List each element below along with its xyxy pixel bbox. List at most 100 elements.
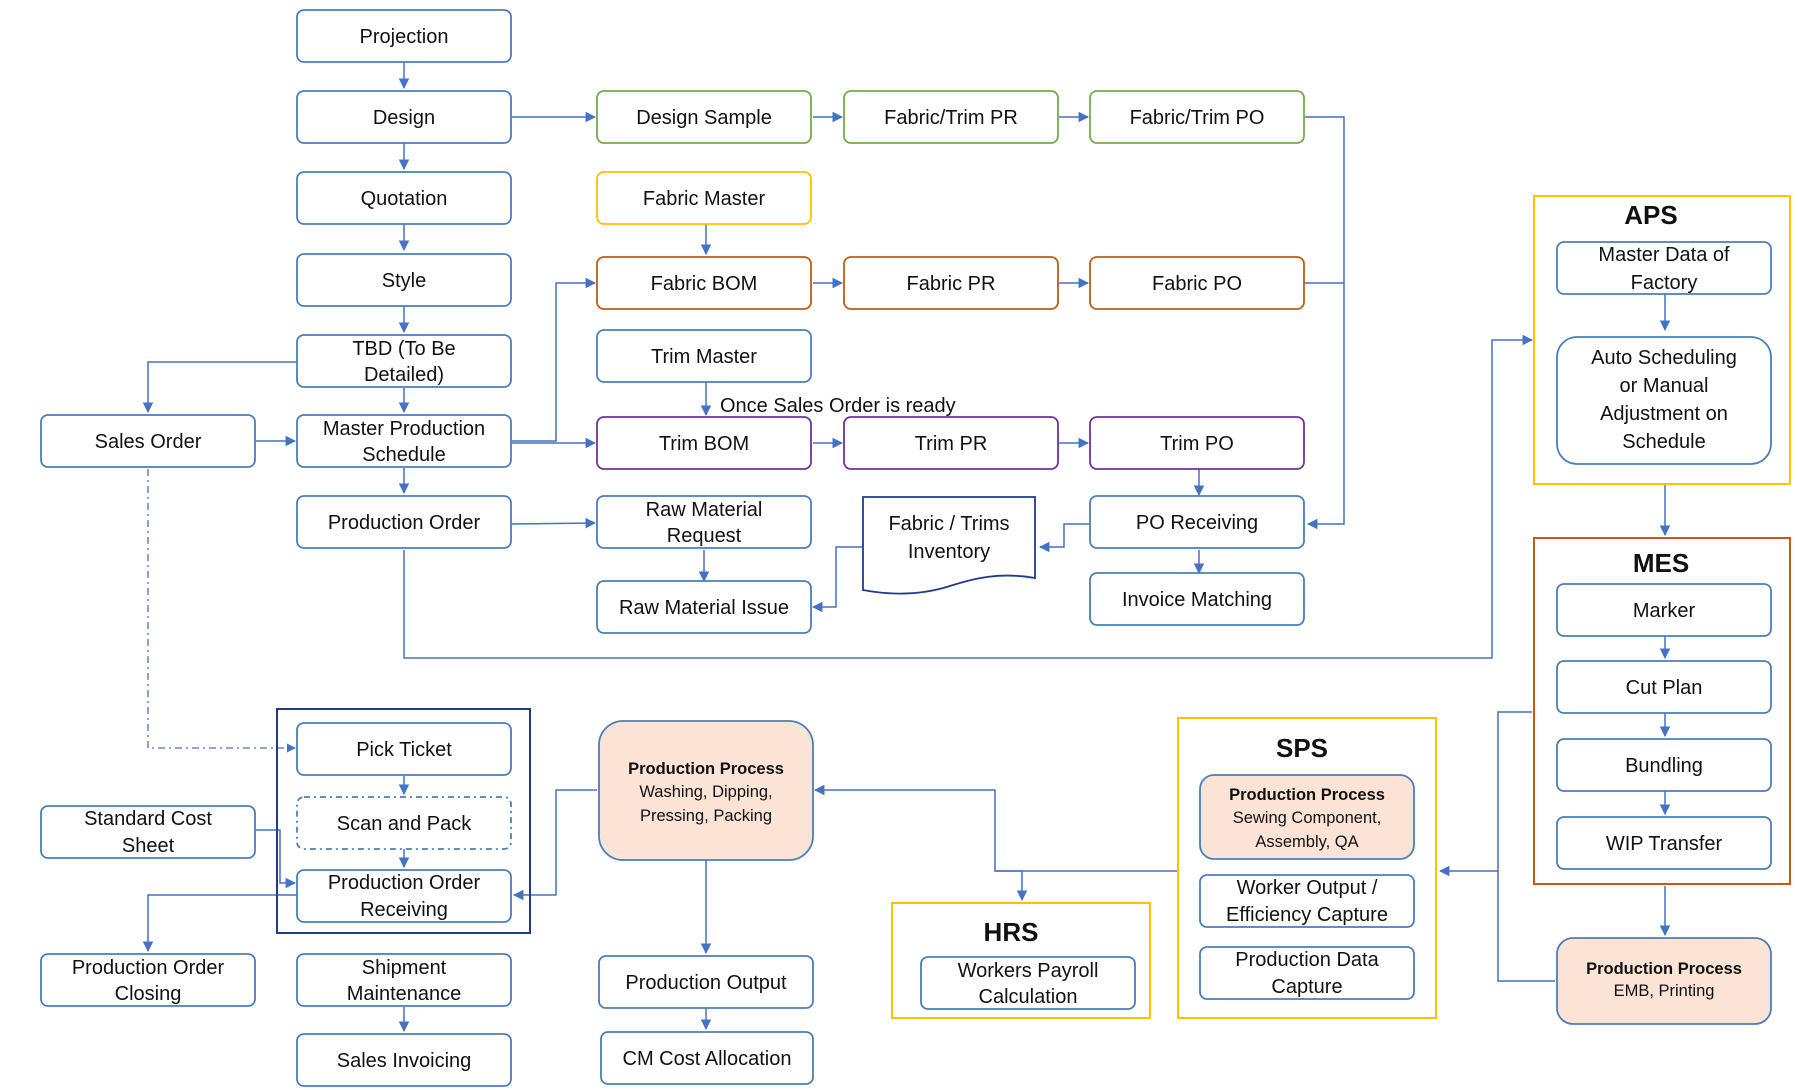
node-wip-transfer-label: WIP Transfer [1606,833,1723,855]
node-as-label-2: or Manual [1620,375,1709,397]
node-pp-emb-label: EMB, Printing [1614,982,1715,1000]
node-raw-material-request[interactable]: Raw Material Request [596,495,812,549]
node-cut-plan-label: Cut Plan [1626,677,1703,699]
node-trim-master[interactable]: Trim Master [596,329,812,383]
node-fabric-trim-pr-label: Fabric/Trim PR [884,107,1018,129]
node-poc-label-1: Production Order [72,957,225,979]
node-pp-sew-label-1: Sewing Component, [1233,809,1382,827]
node-cut-plan[interactable]: Cut Plan [1556,660,1772,714]
node-style[interactable]: Style [296,253,512,307]
node-production-order-closing[interactable]: Production Order Closing [40,953,256,1007]
node-woe-label-1: Worker Output / [1237,877,1378,899]
node-pdc-label-1: Production Data [1235,949,1379,971]
node-wip-transfer[interactable]: WIP Transfer [1556,816,1772,870]
node-po-receiving-label: PO Receiving [1136,512,1258,534]
node-scan-and-pack[interactable]: Scan and Pack [296,796,512,850]
node-quotation-label: Quotation [361,188,448,210]
node-sm-label-2: Maintenance [347,983,462,1005]
node-pp-wash-title: Production Process [628,760,784,778]
node-wpc-label-2: Calculation [979,986,1078,1008]
arrow-scs-por [256,829,297,889]
node-sales-order[interactable]: Sales Order [40,414,256,468]
node-pp-sew-label-2: Assembly, QA [1255,833,1358,851]
node-fabric-trim-pr[interactable]: Fabric/Trim PR [843,90,1059,144]
node-pick-ticket[interactable]: Pick Ticket [296,722,512,776]
node-auto-scheduling[interactable]: Auto Scheduling or Manual Adjustment on … [1556,336,1772,465]
node-mps-label-1: Master Production [323,418,485,440]
node-design-sample[interactable]: Design Sample [596,90,812,144]
node-as-label-4: Schedule [1622,431,1705,453]
node-po-receiving[interactable]: PO Receiving [1089,495,1305,549]
arrow-por-closing [142,894,297,953]
node-tbd[interactable]: TBD (To Be Detailed) [296,334,512,388]
node-projection[interactable]: Projection [296,9,512,63]
node-design-sample-label: Design Sample [636,107,772,129]
node-invoice-matching[interactable]: Invoice Matching [1089,572,1305,626]
node-por-label-1: Production Order [328,872,481,894]
node-trim-bom[interactable]: Trim BOM [596,416,812,470]
node-production-data-capture[interactable]: Production Data Capture [1199,946,1415,1000]
node-woe-label-2: Efficiency Capture [1226,904,1388,926]
node-trim-pr[interactable]: Trim PR [843,416,1059,470]
connectors [142,62,1671,1033]
arrow-receiving-inventory [1038,523,1090,553]
node-raw-material-issue[interactable]: Raw Material Issue [596,580,812,634]
node-production-order-receiving[interactable]: Production Order Receiving [296,869,512,923]
node-trim-po[interactable]: Trim PO [1089,416,1305,470]
node-workers-payroll[interactable]: Workers Payroll Calculation [920,956,1136,1010]
node-sales-order-label: Sales Order [95,431,202,453]
node-sales-invoicing-label: Sales Invoicing [337,1050,472,1072]
node-mps-label-2: Schedule [362,444,445,466]
arrow-inventory-issue [811,546,862,613]
sps-group [1177,717,1437,1019]
node-fabric-pr-label: Fabric PR [907,273,996,295]
mes-group-title: MES [1633,548,1689,578]
node-poc-label-2: Closing [115,983,182,1005]
node-marker[interactable]: Marker [1556,583,1772,637]
node-standard-cost-sheet[interactable]: Standard Cost Sheet [40,805,256,859]
node-design[interactable]: Design [296,90,512,144]
hrs-group [891,902,1151,1019]
pick-pack-group [276,708,531,934]
node-tbd-label-2: Detailed) [364,364,444,386]
node-worker-output[interactable]: Worker Output / Efficiency Capture [1199,874,1415,928]
node-production-process-sewing[interactable]: Production Process Sewing Component, Ass… [1199,774,1415,860]
node-shipment-maintenance[interactable]: Shipment Maintenance [296,953,512,1007]
node-fabric-trim-po-label: Fabric/Trim PO [1130,107,1265,129]
arrow-sps-washing [813,784,1178,872]
arrow-fabric-trim-po-receiving [1305,116,1345,530]
node-cm-cost-allocation[interactable]: CM Cost Allocation [600,1031,814,1085]
node-scs-label-1: Standard Cost [84,808,212,830]
node-production-process-emb[interactable]: Production Process EMB, Printing [1556,937,1772,1025]
hrs-group-title: HRS [984,917,1039,947]
node-bundling[interactable]: Bundling [1556,738,1772,792]
node-fabric-pr[interactable]: Fabric PR [843,256,1059,310]
node-rmr-label-2: Request [667,525,742,547]
node-pick-ticket-label: Pick Ticket [356,739,452,761]
node-production-process-washing[interactable]: Production Process Washing, Dipping, Pre… [598,720,814,861]
node-production-order[interactable]: Production Order [296,495,512,549]
node-pp-wash-label-1: Washing, Dipping, [639,783,772,801]
node-raw-material-issue-label: Raw Material Issue [619,597,789,619]
node-fabric-po-label: Fabric PO [1152,273,1242,295]
node-master-production-schedule[interactable]: Master Production Schedule [296,414,512,468]
node-fabric-po[interactable]: Fabric PO [1089,256,1305,310]
node-fabric-bom[interactable]: Fabric BOM [596,256,812,310]
node-trim-po-label: Trim PO [1160,433,1234,455]
node-trim-bom-label: Trim BOM [659,433,749,455]
node-quotation[interactable]: Quotation [296,171,512,225]
node-production-output[interactable]: Production Output [598,955,814,1009]
node-trim-pr-label: Trim PR [915,433,988,455]
sps-group-title: SPS [1276,733,1328,763]
line-emb-sps [1497,871,1555,982]
node-fabric-master[interactable]: Fabric Master [596,171,812,225]
node-sales-invoicing[interactable]: Sales Invoicing [296,1033,512,1087]
node-pdc-label-2: Capture [1271,976,1342,998]
arrow-tbd-sales-order [142,361,297,414]
node-invoice-matching-label: Invoice Matching [1122,589,1272,611]
arrow-mes-sps [1438,711,1532,877]
node-fabric-trim-po[interactable]: Fabric/Trim PO [1089,90,1305,144]
node-fabric-trims-inventory[interactable]: Fabric / Trims Inventory [862,496,1036,595]
node-master-data-of-factory[interactable]: Master Data of Factory [1556,241,1772,295]
